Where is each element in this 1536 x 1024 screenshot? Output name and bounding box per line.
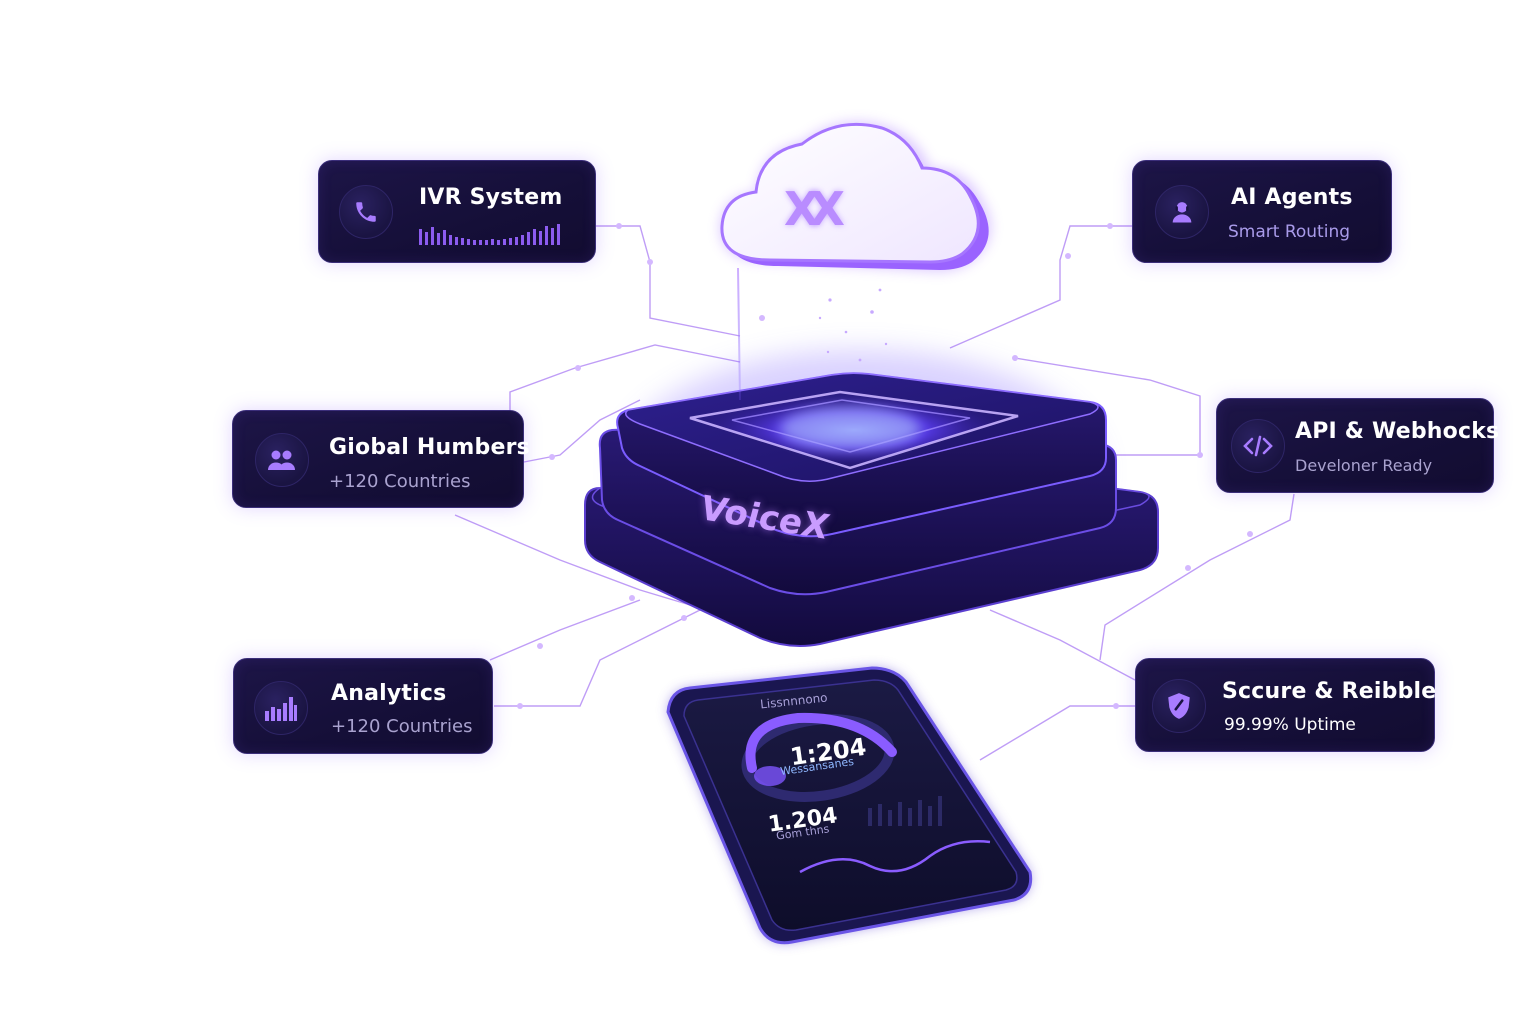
- bar-chart-icon: [254, 681, 308, 735]
- phone-icon: [339, 185, 393, 239]
- global-numbers-title: Giobal Humbers: [329, 435, 530, 460]
- secure-reliable-card[interactable]: Sccure & Reibble 99.99% Uptime: [1135, 658, 1437, 752]
- api-webhooks-card[interactable]: API & Webhocks Develoner Ready: [1216, 398, 1499, 493]
- api-subtitle: Develoner Ready: [1295, 456, 1433, 475]
- connector-lines: [454, 225, 1295, 761]
- analytics-subtitle: +120 Countries: [331, 716, 473, 737]
- ai-agents-card[interactable]: AI Agents Smart Routing: [1132, 160, 1392, 263]
- shield-icon: [1152, 679, 1206, 733]
- cloud-logo-mark: XX: [784, 182, 845, 236]
- secure-title: Sccure & Reibble: [1222, 679, 1437, 704]
- agent-icon: [1155, 185, 1209, 239]
- cloud-icon: [719, 121, 992, 272]
- global-numbers-card[interactable]: Giobal Humbers +120 Countries: [232, 410, 530, 508]
- api-title: API & Webhocks: [1295, 419, 1500, 444]
- waveform-icon: [419, 224, 560, 245]
- cloud-beams: [737, 267, 953, 430]
- particles: [818, 288, 888, 362]
- ai-agents-subtitle: Smart Routing: [1228, 222, 1351, 242]
- ivr-title: IVR System: [419, 185, 563, 210]
- ai-agents-title: AI Agents: [1231, 185, 1353, 210]
- connector-nodes: [517, 223, 1253, 709]
- analytics-title: Analytics: [331, 681, 447, 706]
- analytics-card[interactable]: Analytics +120 Countries: [233, 658, 493, 754]
- code-icon: [1231, 419, 1285, 473]
- secure-subtitle: 99.99% Uptime: [1224, 715, 1356, 735]
- phone-device: [666, 666, 1033, 945]
- platform-base: [584, 372, 1159, 647]
- users-icon: [255, 433, 309, 487]
- global-numbers-subtitle: +120 Countries: [329, 471, 471, 492]
- ivr-system-card[interactable]: IVR System: [318, 160, 596, 263]
